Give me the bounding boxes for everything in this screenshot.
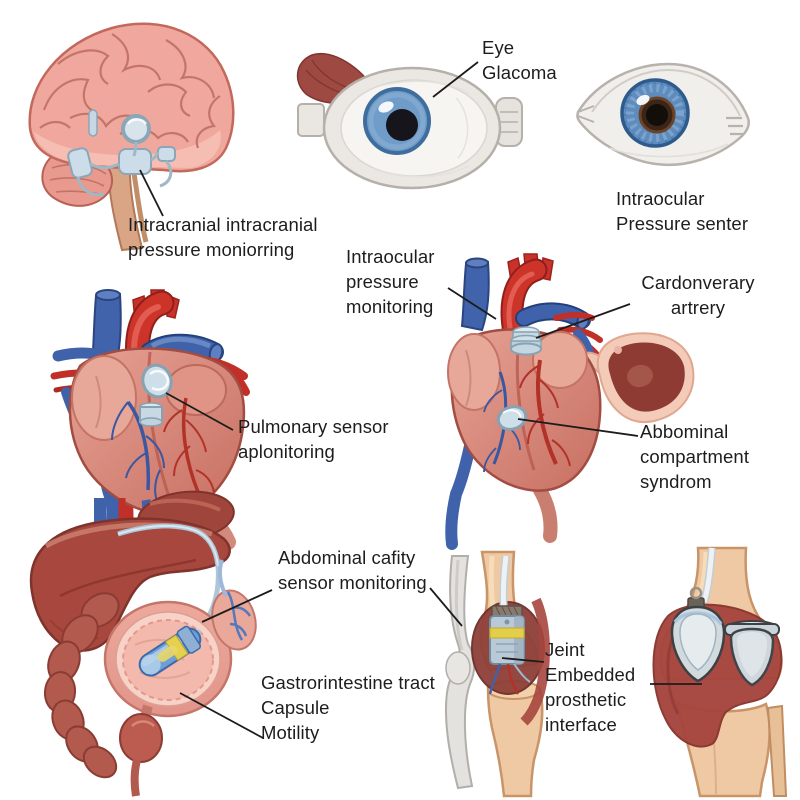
label-abdominal-cavity-sensor: Abdominal cafity sensor monitoring	[278, 547, 427, 593]
label-intraocular-pressure-sensor: Intraocular Pressure senter	[616, 188, 749, 234]
leader-abdominal-cavity-right	[429, 587, 463, 627]
eye-corner-comb	[726, 116, 743, 136]
leader-pulmonary	[165, 392, 234, 431]
icp-sensor-tubes	[76, 141, 173, 197]
leader-intracranial	[139, 169, 164, 217]
right-atrium	[71, 355, 137, 441]
label-abdominal-compartment: Abbominal compartment syndrom	[640, 421, 750, 492]
leader-lines	[139, 61, 702, 739]
leader-intraocular-monitoring	[447, 287, 497, 320]
brain-illustration	[28, 22, 235, 252]
left-atrium	[165, 364, 227, 416]
brain-gyri	[39, 33, 221, 149]
label-joint-prosthetic: Jeint Embedded prosthetic interface	[545, 639, 636, 735]
leader-abdominal-cavity-left	[201, 589, 273, 623]
pupil	[386, 109, 418, 141]
label-pulmonary-sensor: Pulmonary sensor aplonitoring	[238, 416, 389, 462]
heart-left-illustration	[50, 289, 250, 553]
leader-joint-left	[501, 657, 545, 663]
eye-front-illustration	[576, 62, 750, 167]
vena-cava	[460, 260, 490, 332]
fibula	[766, 704, 788, 797]
label-intraocular-monitoring: Intraocular pressure monitoring	[346, 246, 435, 317]
leader-eye-glaucoma	[432, 61, 479, 98]
leader-abdominal-compartment	[517, 418, 639, 437]
label-coronary-artery: Cardonverary artrery	[641, 272, 755, 318]
label-gastrointestinal-capsule: Gastrorintestine tract Capsule Motility	[261, 672, 435, 743]
label-intracranial-pressure: Intracranial intracranial pressure monio…	[128, 214, 318, 260]
lower-pouch	[119, 713, 163, 763]
label-eye-glaucoma: Eye Glacoma	[482, 37, 557, 83]
colon	[43, 592, 120, 779]
sensor-band	[489, 627, 525, 639]
abdomen-illustration	[29, 490, 257, 797]
knee-front-illustration	[652, 546, 788, 798]
heart-right-illustration	[445, 253, 614, 550]
leader-coronary	[535, 303, 631, 339]
eye-side-illustration	[296, 52, 523, 190]
leader-gastrointestinal	[179, 692, 264, 739]
knee-side-illustration	[445, 550, 550, 798]
tissue-cross-section-illustration	[596, 332, 695, 424]
motility-capsule	[138, 625, 202, 677]
